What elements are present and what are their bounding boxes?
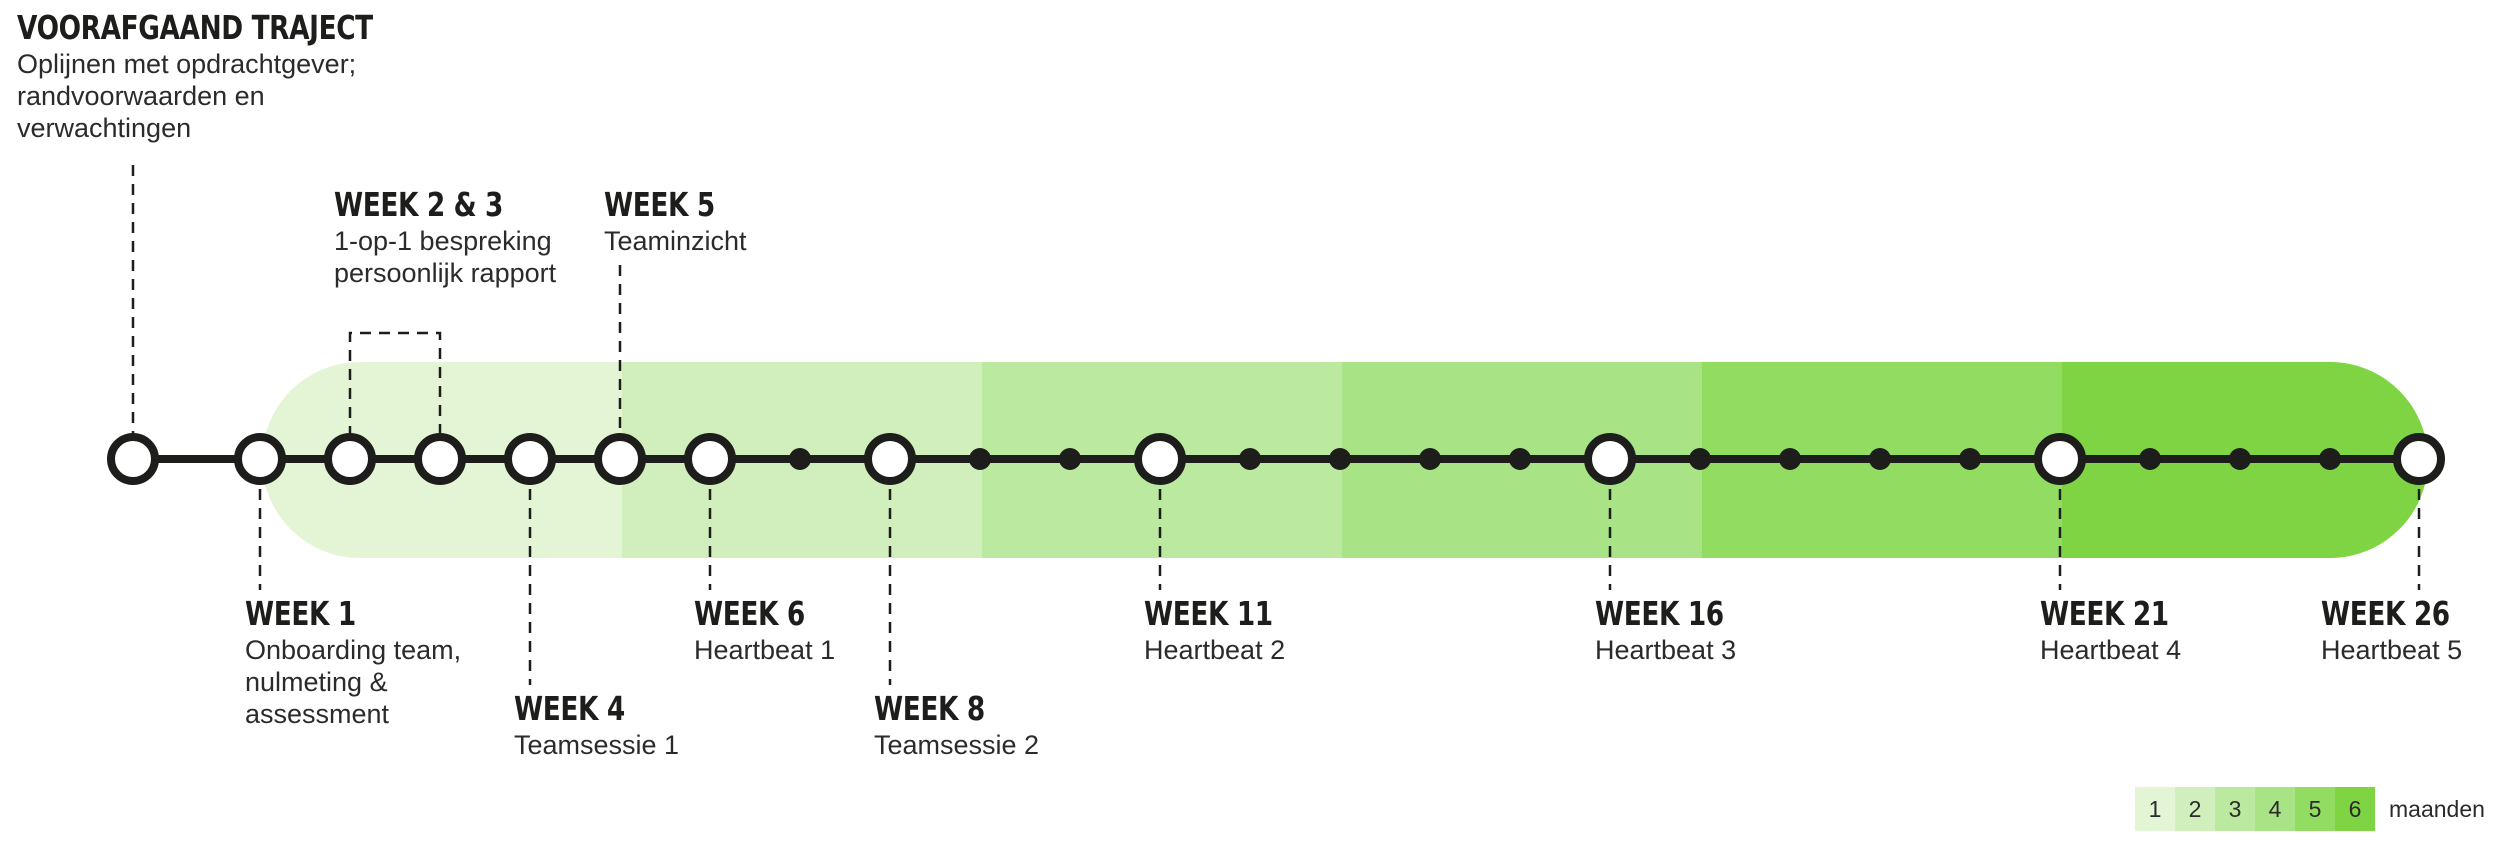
week-dot <box>1509 448 1531 470</box>
legend-month-6: 6 <box>2335 787 2375 831</box>
week-dot <box>789 448 811 470</box>
week-dot <box>2229 448 2251 470</box>
milestone-label-w16: WEEK 16 Heartbeat 3 <box>1595 594 1756 666</box>
milestone-description: 1-op-1 bespreking persoonlijk rapport <box>334 226 557 288</box>
milestone-label-w26: WEEK 26 Heartbeat 5 <box>2321 594 2482 666</box>
week-dot <box>1779 448 1801 470</box>
milestone-label-pre: VOORAFGAAND TRAJECT Oplijnen met opdrach… <box>17 8 462 144</box>
milestone-label-w5: WEEK 5 Teaminzicht <box>604 185 747 257</box>
week-dot <box>1419 448 1441 470</box>
milestone-description: Heartbeat 1 <box>694 635 836 665</box>
week-dot <box>2139 448 2161 470</box>
milestone-description: Onboarding team, nulmeting & assessment <box>245 635 462 729</box>
legend-month-2: 2 <box>2175 787 2215 831</box>
milestone-title: WEEK 4 <box>514 689 625 728</box>
week-dot <box>1059 448 1081 470</box>
milestone-label-w21: WEEK 21 Heartbeat 4 <box>2040 594 2201 666</box>
milestone-node-pre <box>107 433 159 485</box>
milestone-title: WEEK 5 <box>604 185 715 224</box>
milestone-label-w11: WEEK 11 Heartbeat 2 <box>1144 594 1305 666</box>
milestone-node-w11 <box>1134 433 1186 485</box>
milestone-node-w2 <box>324 433 376 485</box>
week-dot <box>1239 448 1261 470</box>
milestone-node-w5 <box>594 433 646 485</box>
milestone-node-w8 <box>864 433 916 485</box>
legend-month-1: 1 <box>2135 787 2175 831</box>
milestone-node-w1 <box>234 433 286 485</box>
milestone-description: Oplijnen met opdrachtgever; randvoorwaar… <box>17 49 357 143</box>
milestone-description: Teamsessie 1 <box>514 730 680 760</box>
milestone-title: WEEK 26 <box>2321 594 2450 633</box>
milestone-description: Teamsessie 2 <box>874 730 1040 760</box>
legend-month-3: 3 <box>2215 787 2255 831</box>
milestone-label-w4: WEEK 4 Teamsessie 1 <box>514 689 679 761</box>
milestone-description: Heartbeat 2 <box>1144 635 1286 665</box>
milestone-title: VOORAFGAAND TRAJECT <box>17 8 373 47</box>
week-dot <box>1869 448 1891 470</box>
milestone-description: Heartbeat 3 <box>1595 635 1737 665</box>
milestone-node-w21 <box>2034 433 2086 485</box>
week-dot <box>1959 448 1981 470</box>
milestone-node-w26 <box>2393 433 2445 485</box>
milestone-title: WEEK 8 <box>874 689 985 728</box>
week-dot <box>1329 448 1351 470</box>
milestone-title: WEEK 1 <box>245 594 356 633</box>
milestone-node-w16 <box>1584 433 1636 485</box>
week-dot <box>2319 448 2341 470</box>
legend-month-4: 4 <box>2255 787 2295 831</box>
milestone-label-w6: WEEK 6 Heartbeat 1 <box>694 594 835 666</box>
legend-unit-label: maanden <box>2389 795 2485 822</box>
milestone-description: Heartbeat 5 <box>2321 635 2463 665</box>
milestone-label-w8: WEEK 8 Teamsessie 2 <box>874 689 1039 761</box>
milestone-label-w1: WEEK 1 Onboarding team, nulmeting & asse… <box>245 594 461 730</box>
milestone-title: WEEK 16 <box>1595 594 1724 633</box>
month-legend: 1 2 3 4 5 6 maanden <box>2135 787 2485 831</box>
milestone-title: WEEK 21 <box>2040 594 2169 633</box>
week-dot <box>1689 448 1711 470</box>
milestone-node-w3 <box>414 433 466 485</box>
milestone-node-w4 <box>504 433 556 485</box>
milestone-title: WEEK 2 & 3 <box>334 185 503 224</box>
milestone-title: WEEK 11 <box>1144 594 1273 633</box>
milestone-label-w23: WEEK 2 & 3 1-op-1 bespreking persoonlijk… <box>334 185 556 289</box>
milestone-description: Heartbeat 4 <box>2040 635 2182 665</box>
milestone-node-w6 <box>684 433 736 485</box>
week-dot <box>969 448 991 470</box>
legend-month-5: 5 <box>2295 787 2335 831</box>
milestone-description: Teaminzicht <box>604 226 747 256</box>
milestone-title: WEEK 6 <box>694 594 805 633</box>
connector-w23 <box>348 331 442 437</box>
